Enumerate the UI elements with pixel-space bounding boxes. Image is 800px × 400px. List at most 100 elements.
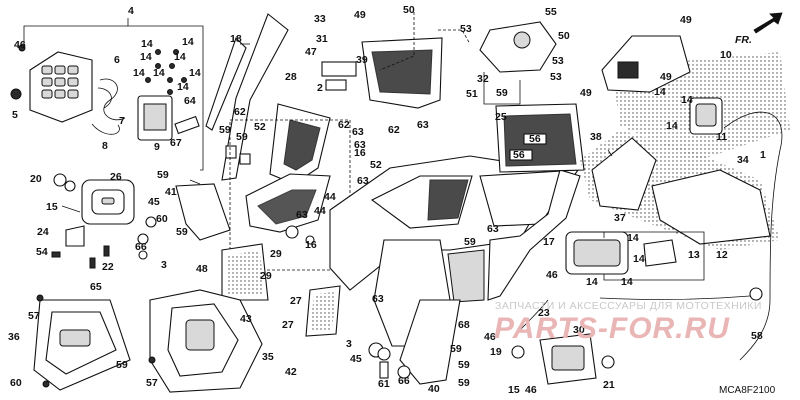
callout-14: 14: [621, 276, 633, 288]
callout-8: 8: [102, 140, 108, 152]
center-left-frame-group: [221, 103, 351, 337]
callout-59: 59: [176, 226, 188, 238]
callout-59: 59: [236, 131, 248, 143]
callout-52: 52: [254, 121, 266, 133]
callout-7: 7: [119, 115, 125, 127]
callout-14: 14: [140, 51, 152, 63]
callout-42: 42: [285, 366, 297, 378]
callout-43: 43: [240, 313, 252, 325]
callout-13: 13: [688, 249, 700, 261]
callout-14: 14: [627, 232, 639, 244]
callout-14: 14: [189, 67, 201, 79]
callout-14: 14: [182, 36, 194, 48]
callout-14: 14: [654, 86, 666, 98]
callout-63: 63: [487, 223, 499, 235]
callout-63: 63: [352, 126, 364, 138]
callout-63: 63: [354, 139, 366, 151]
callout-45: 45: [148, 196, 160, 208]
callout-14: 14: [153, 67, 165, 79]
callout-29: 29: [260, 270, 272, 282]
callout-39: 39: [356, 54, 368, 66]
callout-24: 24: [37, 226, 49, 238]
callout-64: 64: [184, 95, 196, 107]
watermark-text: ЗАПЧАСТИ И АКСЕССУАРЫ ДЛЯ МОТОТЕХНИКИ: [495, 300, 762, 312]
front-direction-arrow-icon: [753, 12, 783, 34]
callout-35: 35: [262, 351, 274, 363]
callout-63: 63: [296, 209, 308, 221]
callout-45: 45: [350, 353, 362, 365]
callout-17: 17: [543, 236, 555, 248]
callout-20: 20: [30, 173, 42, 185]
callout-59: 59: [458, 377, 470, 389]
callout-59: 59: [116, 359, 128, 371]
callout-60: 60: [10, 377, 22, 389]
callout-60: 60: [156, 213, 168, 225]
callout-10: 10: [720, 49, 732, 61]
callout-33: 33: [314, 13, 326, 25]
callout-44: 44: [314, 205, 326, 217]
callout-18: 18: [230, 33, 242, 45]
direction-label: FR.: [735, 34, 752, 46]
callout-6: 6: [114, 54, 120, 66]
glove-box-group: [379, 12, 585, 173]
callout-27: 27: [290, 295, 302, 307]
callout-14: 14: [633, 253, 645, 265]
callout-41: 41: [165, 186, 177, 198]
callout-54: 54: [36, 246, 48, 258]
callout-27: 27: [282, 319, 294, 331]
callout-58: 58: [751, 330, 763, 342]
callout-32: 32: [477, 73, 489, 85]
watermark-brand: PARTS-FOR.RU: [494, 312, 730, 345]
callout-29: 29: [270, 248, 282, 260]
callout-36: 36: [8, 331, 20, 343]
callout-46: 46: [525, 384, 537, 396]
callout-59: 59: [219, 124, 231, 136]
callout-50: 50: [403, 4, 415, 16]
callout-34: 34: [737, 154, 749, 166]
callout-12: 12: [716, 249, 728, 261]
callout-59: 59: [464, 236, 476, 248]
callout-59: 59: [157, 169, 169, 181]
callout-23: 23: [538, 307, 550, 319]
callout-53: 53: [460, 23, 472, 35]
callout-14: 14: [174, 51, 186, 63]
callout-25: 25: [495, 111, 507, 123]
callout-57: 57: [146, 377, 158, 389]
callout-15: 15: [508, 384, 520, 396]
callout-51: 51: [466, 88, 478, 100]
callout-14: 14: [681, 94, 693, 106]
callout-14: 14: [133, 67, 145, 79]
callout-56: 56: [529, 133, 541, 145]
callout-3: 3: [346, 338, 352, 350]
callout-14: 14: [666, 120, 678, 132]
callout-62: 62: [338, 119, 350, 131]
callout-46: 46: [14, 39, 26, 51]
callout-53: 53: [552, 55, 564, 67]
callout-22: 22: [102, 261, 114, 273]
callout-66: 66: [135, 241, 147, 253]
callout-53: 53: [550, 71, 562, 83]
callout-52: 52: [370, 159, 382, 171]
switch-panel-group: [10, 18, 204, 171]
callout-63: 63: [357, 175, 369, 187]
callout-67: 67: [170, 137, 182, 149]
callout-50: 50: [558, 30, 570, 42]
callout-28: 28: [285, 71, 297, 83]
left-parts-group: [51, 173, 231, 269]
callout-19: 19: [490, 346, 502, 358]
callout-38: 38: [590, 131, 602, 143]
callout-66: 66: [398, 375, 410, 387]
callout-49: 49: [580, 87, 592, 99]
callout-57: 57: [28, 310, 40, 322]
callout-1: 1: [760, 149, 766, 161]
callout-62: 62: [234, 106, 246, 118]
callout-59: 59: [450, 343, 462, 355]
callout-40: 40: [428, 383, 440, 395]
callout-11: 11: [716, 131, 727, 143]
callout-16: 16: [354, 147, 366, 159]
callout-63: 63: [417, 119, 429, 131]
lower-left-group: [33, 289, 263, 393]
diagram-code: MCA8F2100: [719, 385, 776, 396]
callout-59: 59: [458, 359, 470, 371]
